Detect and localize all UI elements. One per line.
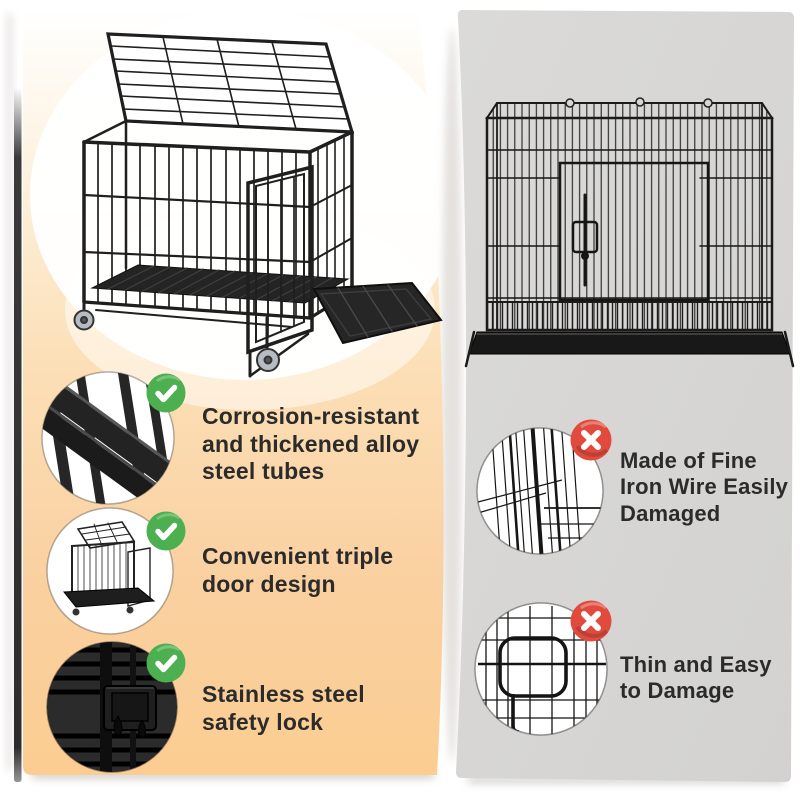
x-icon [570,600,612,642]
steel-tube-closeup-circle [41,371,175,505]
heavy-duty-crate-illustration [73,32,443,378]
wire-crate-illustration [464,97,795,368]
panel-spine [14,88,22,782]
x-icon [570,419,612,461]
feature-text-triple-door: Convenient triple door design [202,543,394,597]
crate-miniature-circle [46,507,174,635]
con-text-fine-iron-wire: Made of Fine Iron Wire Easily Damaged [620,448,789,526]
check-icon [146,643,186,683]
check-icon [146,373,186,413]
feature-text-steel-tubes: Corrosion-resistant and thickened alloy … [202,403,420,485]
feature-text-safety-lock: Stainless steel safety lock [202,681,365,735]
check-icon [146,511,186,551]
fine-wire-closeup-circle [476,427,604,555]
safety-lock-closeup-circle [46,641,178,773]
con-text-thin-easy-damage: Thin and Easy to Damage [620,652,772,704]
